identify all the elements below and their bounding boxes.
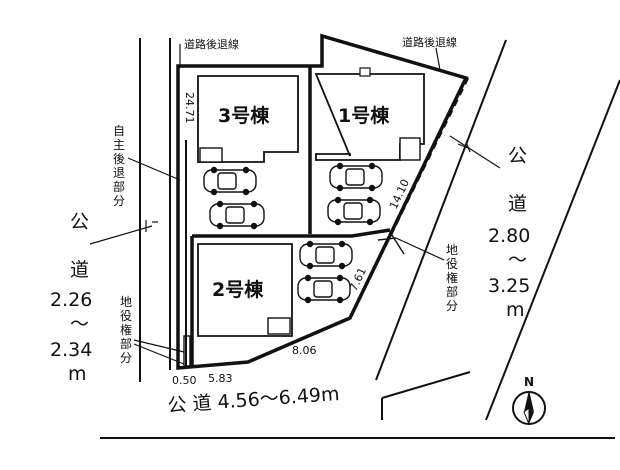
svg-text:公: 公 — [508, 145, 527, 167]
left-road-label: 公 道 2.26 ～ 2.34 m — [50, 211, 92, 385]
svg-text:地: 地 — [446, 243, 458, 257]
car-icon — [299, 240, 353, 270]
right-road — [375, 39, 620, 421]
easement-right-leader — [395, 237, 445, 261]
svg-text:2.26: 2.26 — [50, 289, 92, 311]
left-road — [139, 38, 171, 382]
left-road-leader — [89, 225, 153, 245]
svg-text:3.25: 3.25 — [488, 275, 530, 297]
easement-left-label: 地 役 権 部 分 — [120, 295, 132, 365]
svg-text:部: 部 — [446, 284, 458, 299]
car-icon — [327, 196, 381, 226]
car-icon — [209, 200, 265, 230]
compass-north-label: N — [524, 375, 534, 389]
right-road-mark — [457, 141, 471, 153]
dim-bottom-diag: 8.06 — [292, 344, 317, 357]
setback-right-leader — [435, 47, 441, 71]
building-1: 1号棟 — [314, 67, 425, 161]
svg-text:主: 主 — [113, 138, 125, 152]
left-road-mark — [145, 220, 158, 232]
car-icon — [297, 274, 351, 304]
svg-text:分: 分 — [120, 351, 132, 365]
bottom-road-label: 公 道 4.56～6.49m — [167, 383, 340, 417]
svg-text:分: 分 — [446, 299, 458, 313]
svg-text:2.80: 2.80 — [488, 225, 530, 247]
svg-text:役: 役 — [120, 308, 132, 323]
svg-text:自: 自 — [113, 124, 125, 138]
compass-icon: N — [512, 375, 546, 425]
svg-text:分: 分 — [113, 194, 125, 208]
svg-text:道: 道 — [508, 193, 527, 215]
svg-text:退: 退 — [113, 166, 125, 180]
svg-text:公: 公 — [70, 211, 89, 233]
building-3: 3号棟 — [197, 75, 299, 163]
svg-text:地: 地 — [120, 295, 132, 309]
svg-text:権: 権 — [120, 322, 132, 337]
bottom-road — [100, 371, 615, 439]
svg-text:役: 役 — [446, 256, 458, 271]
self-setback-leader — [127, 157, 181, 181]
svg-text:～: ～ — [70, 313, 89, 335]
setback-right-label: 道路後退線 — [402, 35, 457, 49]
self-setback-label: 自 主 後 退 部 分 — [113, 124, 125, 208]
dim-bottom-corner: 0.50 — [172, 374, 197, 387]
svg-text:2.34: 2.34 — [50, 339, 92, 361]
car-icon — [329, 162, 383, 192]
dim-bottom-left: 5.83 — [208, 372, 233, 385]
svg-text:m: m — [68, 363, 87, 385]
right-road-label: 公 道 2.80 ～ 3.25 m — [488, 145, 530, 321]
svg-text:後: 後 — [113, 152, 125, 166]
easement-strip-left — [183, 335, 191, 367]
building-1-label: 1号棟 — [338, 104, 390, 127]
building-2: 2号棟 — [197, 243, 293, 337]
svg-text:権: 権 — [446, 270, 458, 285]
car-icon — [203, 166, 257, 196]
svg-text:部: 部 — [120, 336, 132, 351]
lot-divisions — [190, 66, 391, 368]
building-2-label: 2号棟 — [212, 278, 264, 301]
setback-left-label: 道路後退線 — [184, 37, 239, 51]
svg-text:道: 道 — [70, 259, 89, 281]
building-3-label: 3号棟 — [218, 104, 270, 127]
right-road-leader — [449, 135, 501, 169]
svg-text:～: ～ — [508, 249, 527, 271]
easement-right-label: 地 役 権 部 分 — [446, 243, 458, 313]
svg-text:m: m — [506, 299, 525, 321]
setback-dashed-top — [321, 35, 467, 79]
dim-left-vertical: 24.71 — [183, 92, 196, 124]
svg-text:部: 部 — [113, 179, 125, 194]
easement-left-leaders — [133, 339, 185, 365]
easement-marker-right — [377, 231, 405, 255]
